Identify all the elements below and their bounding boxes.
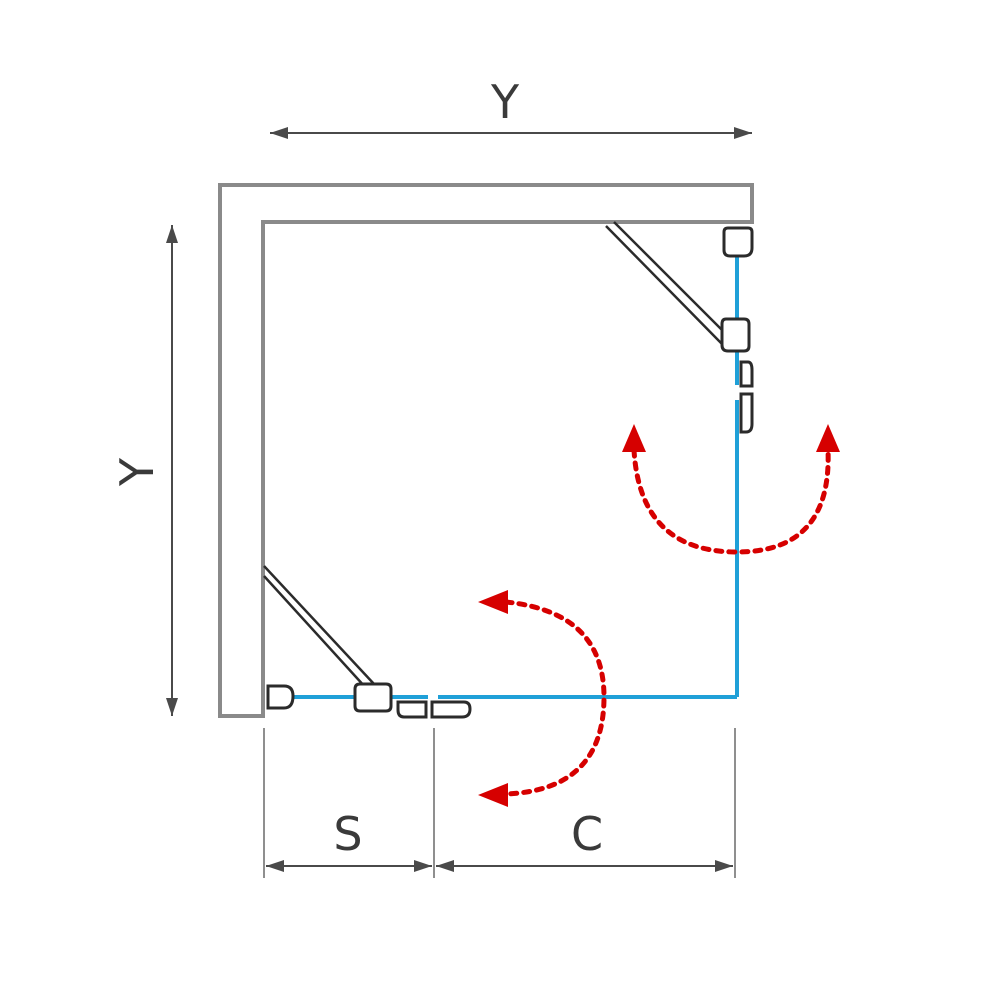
arrowhead-bottom-door-up [478, 590, 508, 614]
dimension-label-s: S [333, 807, 362, 861]
door-handle-right [739, 360, 754, 434]
arrowhead-bottom-door-down [478, 783, 508, 807]
wall-bracket-bottom [266, 684, 295, 710]
dimension-c: C [436, 807, 733, 872]
support-strut-bottom [263, 565, 375, 689]
hinge-right-corner [720, 317, 751, 353]
dimension-s: S [266, 807, 432, 872]
dimension-top: Y [270, 75, 752, 139]
arrowhead-right-door-right [816, 424, 840, 452]
hinge-bottom-left [353, 682, 393, 713]
dimension-label-c: C [571, 807, 603, 861]
dimension-label-left: Y [110, 457, 164, 487]
support-strut-top [605, 221, 731, 345]
door-handle-bottom [396, 700, 472, 719]
wall-bracket-top [722, 226, 754, 258]
swing-arrow-bottom-door [478, 590, 607, 807]
wall-outline [218, 183, 754, 718]
dimension-label-top: Y [490, 75, 520, 129]
arrowhead-right-door-left [622, 424, 646, 452]
swing-arrow-right-door [622, 424, 840, 555]
dimension-left: Y [110, 225, 178, 716]
